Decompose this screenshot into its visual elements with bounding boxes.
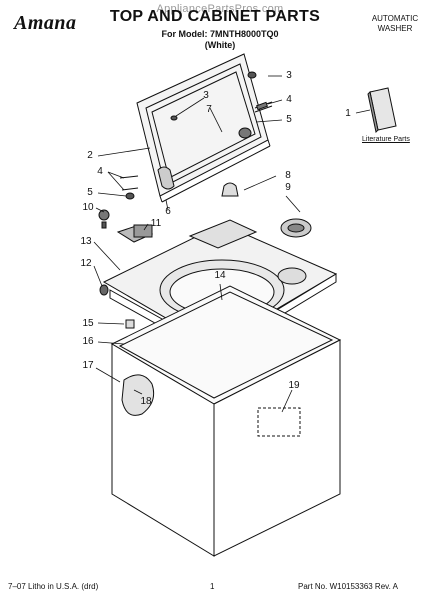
callout-5-left: 5 (87, 187, 93, 198)
callout-4-left: 4 (97, 166, 103, 177)
callout-2: 2 (87, 150, 93, 161)
footer-part-number: Part No. W10153363 Rev. A (298, 582, 398, 591)
callout-19: 19 (288, 380, 300, 391)
lid-hardware (98, 71, 312, 395)
callout-16: 16 (82, 336, 94, 347)
watermark: AppliancePartsPros.com (156, 3, 284, 15)
callout-8: 8 (285, 170, 291, 181)
cabinet (110, 285, 342, 557)
callout-10: 10 (82, 202, 94, 213)
footer-litho: 7–07 Litho in U.S.A. (drd) (8, 582, 99, 591)
page-title: TOP AND CABINET PARTS (109, 8, 321, 25)
leader-lines (93, 75, 371, 413)
callout-12: 12 (80, 258, 92, 269)
callout-11: 11 (150, 218, 162, 229)
callout-14: 14 (214, 270, 226, 281)
color-line: (White) (204, 40, 236, 50)
literature-booklet (367, 87, 397, 134)
callout-18: 18 (140, 396, 152, 407)
literature-parts-label: Literature Parts (362, 136, 410, 143)
product-line-2: WASHER (377, 24, 413, 33)
model-line: For Model: 7MNTH8000TQ0 (161, 29, 279, 39)
callout-3-top: 3 (286, 70, 292, 81)
brand-logo: Amana (14, 12, 77, 34)
callout-9: 9 (285, 182, 291, 193)
callout-7: 7 (206, 104, 212, 115)
callout-15: 15 (82, 318, 94, 329)
lid-assembly (136, 53, 271, 203)
footer-page-number: 1 (210, 582, 215, 591)
callout-17: 17 (82, 360, 94, 371)
product-line-1: AUTOMATIC (371, 14, 419, 23)
callout-3-lid: 3 (203, 90, 209, 101)
product-type: AUTOMATIC WASHER (360, 14, 430, 34)
callout-1: 1 (345, 108, 351, 119)
callout-13: 13 (80, 236, 92, 247)
callout-6: 6 (165, 206, 171, 217)
callout-4-right: 4 (286, 94, 292, 105)
callout-5-right: 5 (286, 114, 292, 125)
